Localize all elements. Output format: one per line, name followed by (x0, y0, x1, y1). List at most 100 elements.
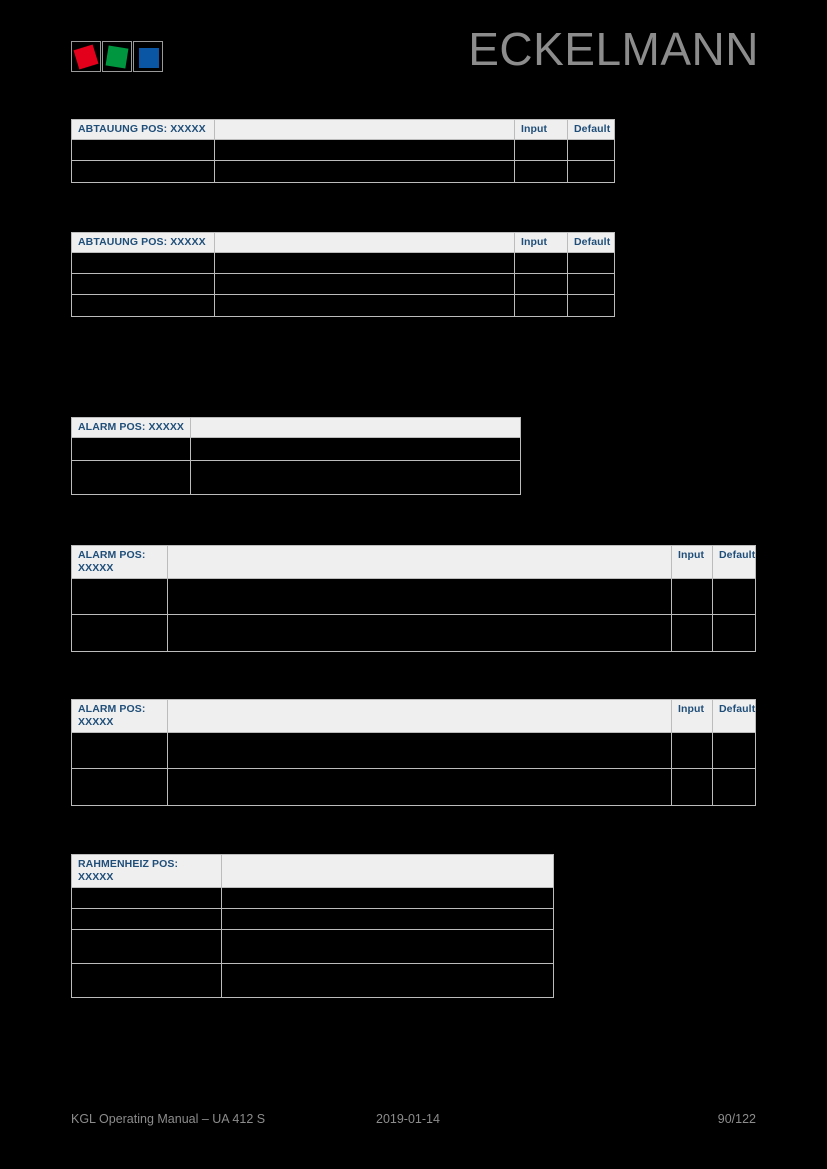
table-header-row: ALARM POS: XXXXX Input Default (71, 699, 756, 733)
footer-document-title: KGL Operating Manual – UA 412 S (71, 1112, 266, 1126)
cell-default (567, 252, 615, 274)
column-header-default: Default (567, 232, 615, 253)
red-square-icon (73, 44, 99, 70)
cell-default (712, 768, 756, 806)
cell-title (71, 294, 215, 317)
cell-title (71, 578, 168, 615)
table-rahmenheiz: RAHMENHEIZ POS: XXXXX (71, 854, 554, 998)
column-header-default: Default (567, 119, 615, 140)
column-header-input: Input (514, 232, 568, 253)
cell-title (71, 273, 215, 295)
column-header-description (190, 417, 521, 438)
cell-description (167, 768, 672, 806)
table-row (71, 294, 615, 317)
table-row (71, 768, 756, 806)
cell-input (671, 768, 713, 806)
brand-wordmark: ECKELMANN (468, 23, 759, 75)
logo-cell-red (71, 41, 101, 72)
cell-title (71, 139, 215, 161)
cell-default (567, 139, 615, 161)
logo-cell-green (102, 41, 132, 72)
cell-description (167, 732, 672, 769)
column-header-description (214, 232, 515, 253)
column-header-description (167, 699, 672, 733)
cell-title (71, 887, 222, 909)
cell-input (514, 294, 568, 317)
column-header-title: ALARM POS: XXXXX (71, 417, 191, 438)
cell-default (712, 732, 756, 769)
blue-square-icon (139, 48, 159, 68)
cell-title (71, 929, 222, 964)
column-header-default: Default (712, 545, 756, 579)
table-row (71, 908, 554, 930)
cell-title (71, 252, 215, 274)
cell-default (567, 294, 615, 317)
column-header-title: ABTAUUNG POS: XXXXX (71, 119, 215, 140)
table-row (71, 614, 756, 652)
table-header-row: ABTAUUNG POS: XXXXX Input Default (71, 232, 615, 253)
table-alarm-2: ALARM POS: XXXXX Input Default (71, 545, 756, 652)
table-row (71, 252, 615, 274)
table-header-row: RAHMENHEIZ POS: XXXXX (71, 854, 554, 888)
cell-description (214, 294, 515, 317)
cell-input (514, 139, 568, 161)
cell-description (214, 273, 515, 295)
table-alarm-1: ALARM POS: XXXXX (71, 417, 521, 495)
table-row (71, 929, 554, 964)
table-row (71, 460, 521, 495)
cell-title (71, 768, 168, 806)
table-header-row: ALARM POS: XXXXX (71, 417, 521, 438)
cell-description (214, 139, 515, 161)
column-header-title: ALARM POS: XXXXX (71, 699, 168, 733)
cell-description (221, 929, 554, 964)
column-header-input: Input (671, 699, 713, 733)
cell-title (71, 437, 191, 461)
green-square-icon (105, 45, 129, 69)
cell-input (671, 614, 713, 652)
cell-input (671, 578, 713, 615)
cell-description (221, 908, 554, 930)
cell-description (221, 963, 554, 998)
column-header-description (214, 119, 515, 140)
table-alarm-3: ALARM POS: XXXXX Input Default (71, 699, 756, 806)
cell-input (514, 273, 568, 295)
cell-input (671, 732, 713, 769)
cell-title (71, 732, 168, 769)
cell-description (190, 460, 521, 495)
table-row (71, 160, 615, 183)
footer-date: 2019-01-14 (376, 1112, 440, 1126)
cell-title (71, 460, 191, 495)
cell-default (567, 273, 615, 295)
cell-description (167, 614, 672, 652)
table-row (71, 437, 521, 461)
table-header-row: ABTAUUNG POS: XXXXX Input Default (71, 119, 615, 140)
table-row (71, 732, 756, 769)
column-header-title: ALARM POS: XXXXX (71, 545, 168, 579)
table-abtauung-2: ABTAUUNG POS: XXXXX Input Default (71, 232, 615, 317)
table-row (71, 139, 615, 161)
cell-title (71, 614, 168, 652)
column-header-input: Input (514, 119, 568, 140)
cell-description (221, 887, 554, 909)
cell-title (71, 160, 215, 183)
column-header-input: Input (671, 545, 713, 579)
cell-default (567, 160, 615, 183)
cell-default (712, 578, 756, 615)
cell-title (71, 908, 222, 930)
cell-description (190, 437, 521, 461)
page-footer: KGL Operating Manual – UA 412 S 2019-01-… (71, 1112, 756, 1132)
cell-default (712, 614, 756, 652)
cell-description (167, 578, 672, 615)
table-header-row: ALARM POS: XXXXX Input Default (71, 545, 756, 579)
cell-input (514, 252, 568, 274)
column-header-title: ABTAUUNG POS: XXXXX (71, 232, 215, 253)
eckelmann-logo (71, 41, 163, 74)
table-row (71, 963, 554, 998)
table-row (71, 578, 756, 615)
cell-input (514, 160, 568, 183)
table-abtauung-1: ABTAUUNG POS: XXXXX Input Default (71, 119, 615, 183)
table-row (71, 273, 615, 295)
page-header: ECKELMANN (0, 0, 827, 100)
cell-description (214, 252, 515, 274)
